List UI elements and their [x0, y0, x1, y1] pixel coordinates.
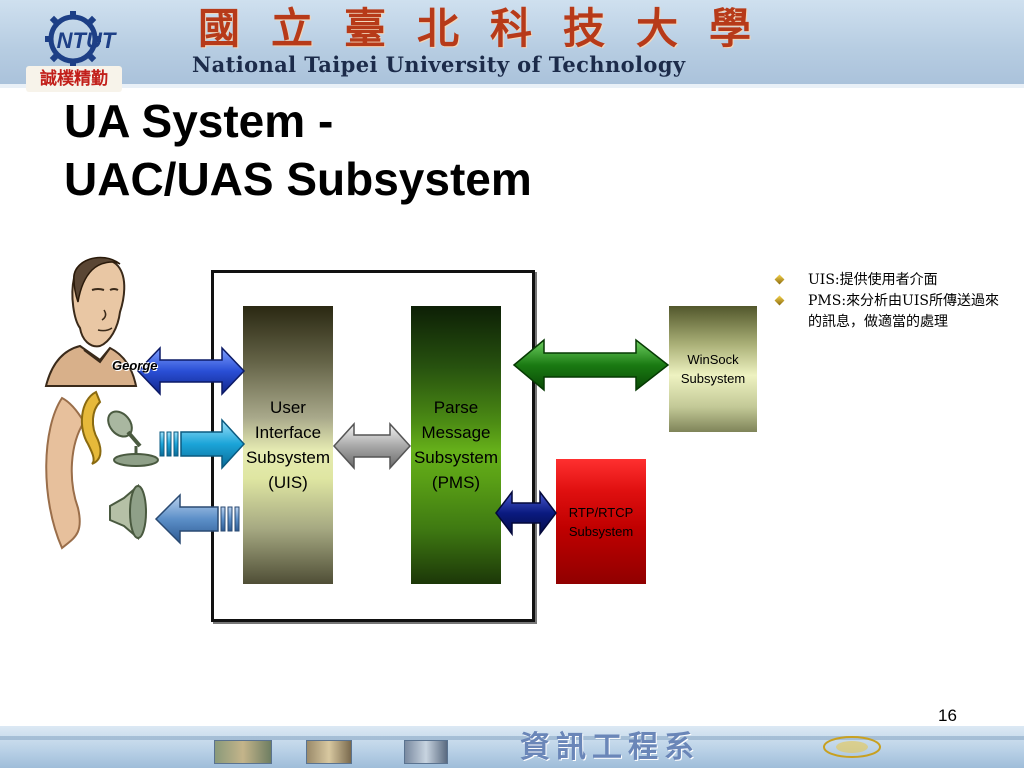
slide-title-line1: UA System -	[64, 95, 334, 147]
diamond-bullet-icon	[774, 295, 785, 306]
uis-label-line2: Interface	[254, 423, 322, 442]
department-logo-icon	[823, 736, 881, 758]
actor-name-label: George	[112, 358, 158, 373]
microphone-icon	[107, 410, 159, 467]
motto-seal: 誠樸精勤	[26, 66, 122, 92]
footer-band	[0, 736, 1024, 740]
rtp-label: RTP/RTCP Subsystem	[569, 503, 634, 541]
university-name-en: National Taipei University of Technology	[192, 52, 686, 77]
footer-photo-thumb	[306, 740, 352, 764]
pms-label: Parse Message Subsystem (PMS)	[414, 395, 498, 495]
uis-label: User Interface Subsystem (UIS)	[246, 395, 330, 495]
pms-subsystem-box: Parse Message Subsystem (PMS)	[411, 306, 501, 584]
voice-io-illustration	[45, 390, 159, 550]
speaker-icon	[109, 483, 147, 541]
university-logo-icon: NTUT	[45, 11, 117, 67]
footer-photo-thumb	[214, 740, 272, 764]
uis-subsystem-box: User Interface Subsystem (UIS)	[243, 306, 333, 584]
diamond-bullet-icon	[774, 274, 785, 285]
uis-label-line3: Subsystem	[245, 448, 331, 467]
rtp-rtcp-subsystem-box: RTP/RTCP Subsystem	[556, 459, 646, 584]
department-name: 資訊工程系	[520, 730, 700, 765]
ear-icon	[45, 396, 86, 550]
header-banner	[0, 0, 1024, 88]
slide-title-line2: UAC/UAS Subsystem	[64, 153, 532, 205]
footer-photo-thumb	[404, 740, 448, 764]
winsock-label-line1: WinSock	[687, 352, 739, 367]
pms-winsock-arrow	[512, 338, 670, 392]
rtp-label-line1: RTP/RTCP	[568, 504, 634, 520]
person-icon	[44, 250, 139, 388]
sound-curve-icon	[80, 390, 102, 465]
bullet-item: PMS:來分析由UIS所傳送過來的訊息，做適當的處理	[770, 291, 1010, 333]
bullet-text: UIS:提供使用者介面	[808, 272, 938, 288]
rtp-label-line2: Subsystem	[568, 523, 634, 539]
winsock-label-line2: Subsystem	[680, 371, 746, 386]
slide-title: UA System - UAC/UAS Subsystem	[64, 92, 764, 208]
page-number: 16	[938, 706, 957, 725]
header-stripe	[0, 84, 1024, 88]
bullet-list: UIS:提供使用者介面 PMS:來分析由UIS所傳送過來的訊息，做適當的處理	[770, 270, 1010, 333]
bullet-text: PMS:來分析由UIS所傳送過來的訊息，做適當的處理	[808, 293, 999, 330]
pms-label-line3: Subsystem	[413, 448, 499, 467]
uis-label-line1: User	[270, 398, 306, 417]
pms-label-line2: Message	[421, 423, 491, 442]
logo-text: NTUT	[57, 28, 117, 53]
winsock-subsystem-box: WinSock Subsystem	[669, 306, 757, 432]
pms-label-line1: Parse	[433, 398, 479, 417]
uis-label-line4: (UIS)	[268, 473, 308, 492]
pms-label-line4: (PMS)	[431, 473, 481, 492]
university-name-cn: 國立臺北科技大學	[198, 4, 783, 53]
winsock-label: WinSock Subsystem	[681, 350, 745, 388]
bullet-item: UIS:提供使用者介面	[770, 270, 1010, 291]
